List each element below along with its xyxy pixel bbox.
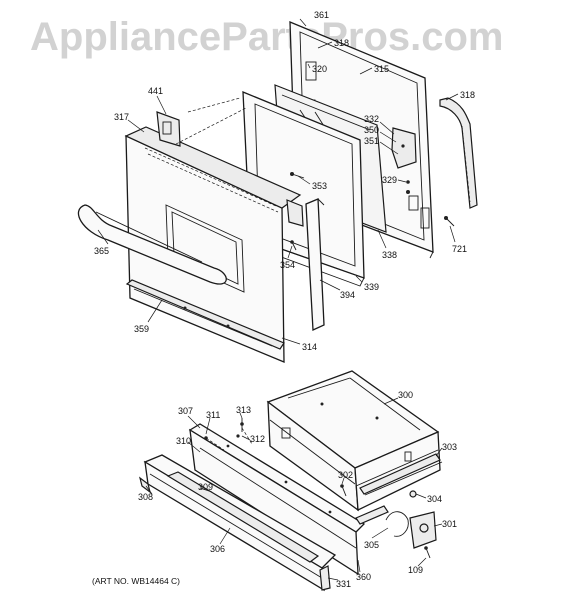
label-312[interactable]: 312 <box>250 434 265 444</box>
roller-bracket-301[interactable] <box>409 511 437 549</box>
label-350[interactable]: 350 <box>364 125 379 135</box>
label-301[interactable]: 301 <box>442 519 457 529</box>
label-360[interactable]: 360 <box>356 572 371 582</box>
label-313[interactable]: 313 <box>236 405 251 415</box>
label-338[interactable]: 338 <box>382 250 397 260</box>
label-329[interactable]: 329 <box>382 175 397 185</box>
door-liner-post-394[interactable] <box>305 198 325 331</box>
hinge-bracket-upper[interactable] <box>286 199 304 227</box>
label-311[interactable]: 311 <box>206 410 220 420</box>
label-441[interactable]: 441 <box>148 86 163 96</box>
label-303[interactable]: 303 <box>442 442 457 452</box>
label-314[interactable]: 314 <box>302 342 317 352</box>
label-317[interactable]: 317 <box>114 112 129 122</box>
label-318-top[interactable]: 318 <box>334 38 349 48</box>
label-353[interactable]: 353 <box>312 181 327 191</box>
leader-lines <box>97 18 459 581</box>
label-307[interactable]: 307 <box>178 406 193 416</box>
label-354[interactable]: 354 <box>280 260 295 270</box>
screw-302[interactable] <box>340 484 347 497</box>
label-394[interactable]: 394 <box>340 290 355 300</box>
door-handle-365[interactable] <box>77 204 227 285</box>
label-365[interactable]: 365 <box>94 246 109 256</box>
drawer-slide-bar-360[interactable] <box>355 505 389 525</box>
screw-313[interactable] <box>240 418 244 432</box>
screw-721[interactable] <box>444 216 455 227</box>
label-320[interactable]: 320 <box>312 64 327 74</box>
part-number-labels: 361 318 320 315 318 441 317 332 350 351 … <box>94 10 475 589</box>
label-359[interactable]: 359 <box>134 324 149 334</box>
screw-109[interactable] <box>424 546 431 559</box>
roller-bracket-305[interactable] <box>385 511 409 537</box>
label-721[interactable]: 721 <box>452 244 467 254</box>
label-302[interactable]: 302 <box>338 470 353 480</box>
hinge-bracket-441[interactable] <box>156 111 181 147</box>
label-318[interactable]: 318 <box>460 90 475 100</box>
label-308[interactable]: 308 <box>138 492 153 502</box>
label-331[interactable]: 331 <box>336 579 351 589</box>
label-332[interactable]: 332 <box>364 114 379 124</box>
door-gasket-318[interactable] <box>439 97 478 209</box>
drawer-slide-303[interactable] <box>359 453 443 496</box>
label-351[interactable]: 351 <box>364 136 379 146</box>
door-bottom-trim-359[interactable] <box>125 279 285 350</box>
drawer-front-panel-310[interactable] <box>188 423 366 576</box>
label-300[interactable]: 300 <box>398 390 413 400</box>
label-361[interactable]: 361 <box>314 10 329 20</box>
label-109[interactable]: 109 <box>408 565 423 575</box>
label-310[interactable]: 310 <box>176 436 191 446</box>
screw-312[interactable] <box>236 434 240 438</box>
art-number: (ART NO. WB14464 C) <box>92 576 180 586</box>
label-304[interactable]: 304 <box>427 494 442 504</box>
label-305[interactable]: 305 <box>364 540 379 550</box>
label-315[interactable]: 315 <box>374 64 389 74</box>
drawer-outer-panel-306[interactable] <box>143 454 337 592</box>
drawer-rail-331[interactable] <box>319 565 331 591</box>
label-309[interactable]: 309 <box>198 482 213 492</box>
nut-304[interactable] <box>409 490 417 498</box>
watermark-text: AppliancePartsPros.com <box>30 15 504 59</box>
screw-329[interactable] <box>406 180 410 184</box>
label-306[interactable]: 306 <box>210 544 225 554</box>
screw-354[interactable] <box>290 240 297 251</box>
label-339[interactable]: 339 <box>364 282 379 292</box>
door-bracket-332[interactable] <box>391 127 417 169</box>
